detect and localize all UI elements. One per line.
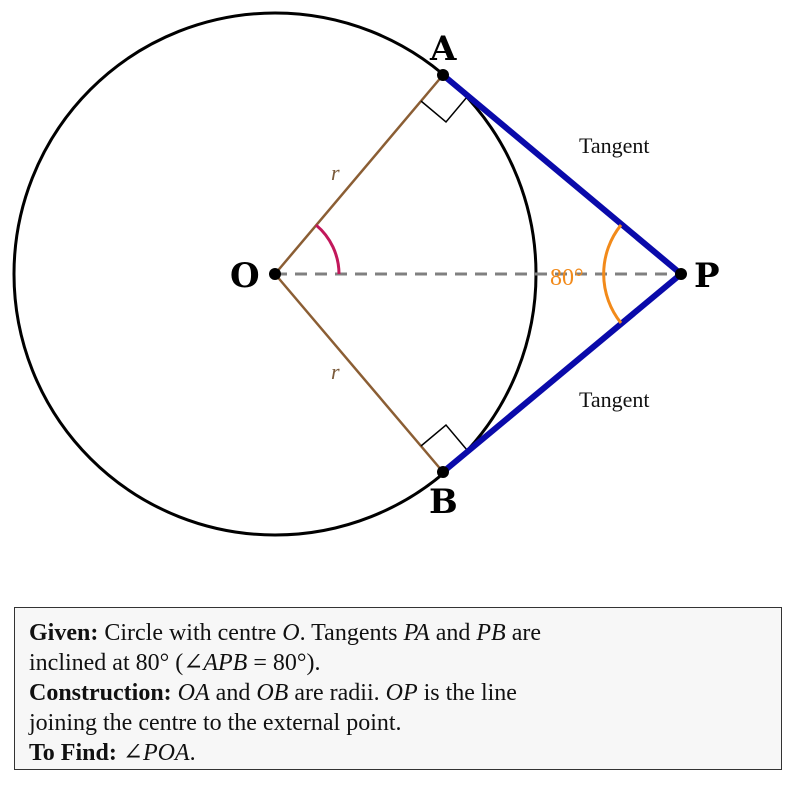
find-end: . (189, 740, 196, 766)
given-line2-a: inclined at 80° ( (29, 650, 184, 676)
construction-OA: OA (177, 680, 210, 706)
right-angle-A (420, 96, 468, 124)
given-text-4: are (505, 620, 541, 646)
given-angle: ∠APB (183, 650, 248, 676)
label-P: P (694, 256, 720, 296)
point-O (269, 268, 281, 280)
angle-arc-O (315, 223, 341, 275)
given-text-3: and (429, 620, 477, 646)
label-tangent-top: Tangent (579, 133, 650, 158)
construction-text-1: and (209, 680, 257, 706)
construction-text-2: are radii. (288, 680, 386, 706)
find-label: To Find: (29, 740, 117, 766)
right-angle-B (420, 423, 468, 451)
given-line-1: Given: Circle with centre O. Tangents PA… (29, 618, 769, 648)
construction-text-3: is the line (417, 680, 517, 706)
point-A (437, 69, 449, 81)
given-text-2: . Tangents (299, 620, 404, 646)
construction-OP: OP (385, 680, 418, 706)
label-B: B (429, 482, 458, 522)
label-radius-top: r (331, 160, 340, 185)
label-radius-bottom: r (331, 359, 340, 384)
radius-OA (274, 74, 444, 275)
radius-OB (274, 273, 444, 473)
tangent-diagram: A B O P r r Tangent Tangent 80° (12, 11, 720, 537)
given-text-1: Circle with centre (98, 620, 283, 646)
given-line-2: inclined at 80° (∠APB = 80°). (29, 648, 769, 678)
given-line2-b: = 80°). (247, 650, 321, 676)
label-O: O (230, 256, 260, 296)
given-PB: PB (476, 620, 506, 646)
info-box: Given: Circle with centre O. Tangents PA… (14, 607, 782, 770)
construction-line-1: Construction: OA and OB are radii. OP is… (29, 678, 769, 708)
label-angle-P: 80° (550, 265, 584, 291)
label-tangent-bottom: Tangent (579, 387, 650, 412)
given-O: O (282, 620, 300, 646)
tangent-PA (441, 72, 683, 277)
construction-line-2: joining the centre to the external point… (29, 710, 402, 736)
label-A: A (429, 29, 457, 69)
find-line: To Find: ∠POA. (29, 738, 769, 768)
angle-arc-P (602, 224, 623, 324)
given-PA: PA (403, 620, 430, 646)
tangent-PB (441, 271, 683, 475)
construction-OB: OB (256, 680, 289, 706)
given-label: Given: (29, 620, 99, 646)
point-B (437, 466, 449, 478)
construction-label: Construction: (29, 680, 172, 706)
point-P (675, 268, 687, 280)
find-angle: ∠POA (122, 740, 190, 766)
